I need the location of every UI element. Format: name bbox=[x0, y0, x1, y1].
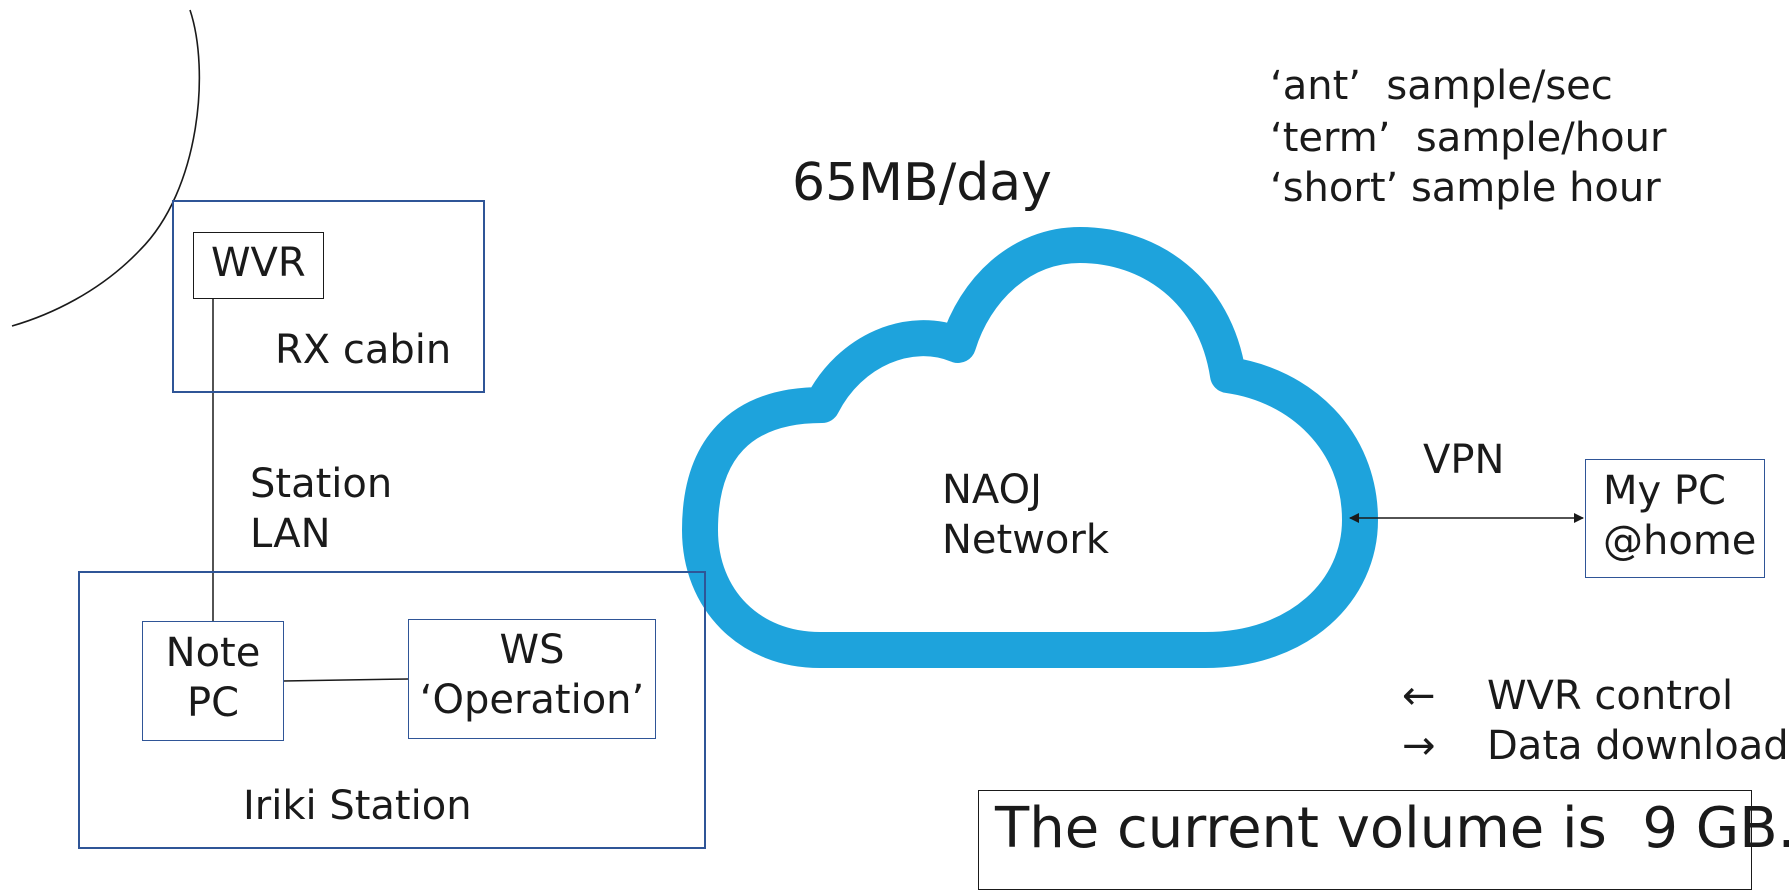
note-pc-label-line1: Note bbox=[165, 630, 261, 676]
ws-label-line1: WS bbox=[499, 627, 565, 673]
legend-text-wvr-control: WVR control bbox=[1487, 673, 1734, 719]
sample-line-ant: ‘ant’ sample/sec bbox=[1270, 63, 1613, 109]
ws-box bbox=[408, 619, 656, 739]
naoj-cloud-shape bbox=[682, 227, 1378, 668]
legend-arrow-left: ← bbox=[1402, 673, 1436, 719]
legend-arrow-right: → bbox=[1402, 723, 1436, 769]
volume-note-text: The current volume is 9 GB. bbox=[995, 796, 1789, 861]
iriki-station-box bbox=[78, 571, 706, 849]
cloud-label-line2: Network bbox=[942, 517, 1110, 563]
wvr-box bbox=[193, 232, 324, 299]
home-pc-box bbox=[1585, 459, 1765, 578]
station-lan-label-line2: LAN bbox=[250, 511, 331, 557]
notepc-ws-link bbox=[282, 678, 409, 682]
sample-line-short: ‘short’ sample hour bbox=[1270, 165, 1661, 211]
home-pc-label-line1: My PC bbox=[1603, 468, 1726, 514]
iriki-station-label: Iriki Station bbox=[243, 783, 472, 829]
ws-label-line2: ‘Operation’ bbox=[419, 677, 645, 723]
antenna-dish-arc bbox=[11, 9, 201, 327]
sample-line-term: ‘term’ sample/hour bbox=[1270, 115, 1667, 161]
note-pc-label-line2: PC bbox=[186, 680, 240, 726]
wvr-label: WVR bbox=[211, 240, 306, 286]
legend-text-data-download: Data download bbox=[1487, 723, 1789, 769]
note-pc-box bbox=[142, 621, 284, 741]
home-pc-label-line2: @home bbox=[1603, 518, 1757, 564]
rx-cabin-box bbox=[172, 200, 485, 393]
station-lan-label-line1: Station bbox=[250, 461, 393, 507]
diagram-graphics bbox=[11, 9, 1584, 682]
vpn-label: VPN bbox=[1423, 437, 1505, 483]
rx-cabin-label: RX cabin bbox=[275, 327, 452, 373]
data-rate-label: 65MB/day bbox=[792, 153, 1052, 213]
cloud-label-line1: NAOJ bbox=[942, 467, 1042, 513]
